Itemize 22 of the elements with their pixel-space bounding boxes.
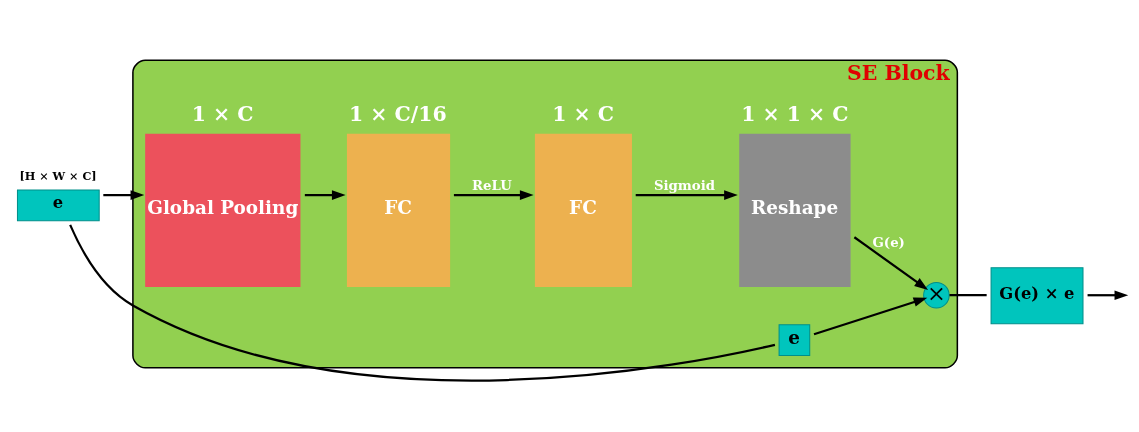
node-box: Global Pooling [145, 133, 301, 287]
node-label: [H × W × C] [19, 168, 97, 183]
arrow [304, 189, 346, 200]
arrow [1087, 289, 1129, 300]
node-circle: × [923, 281, 950, 308]
edge-label: ReLU [472, 177, 512, 193]
arrow [103, 189, 145, 200]
node-label: 1 × C/16 [348, 101, 447, 126]
connector [69, 223, 776, 381]
node-box: FC [346, 133, 451, 287]
connector [949, 293, 987, 296]
node-box: FC [534, 133, 632, 287]
node-label: 1 × C [191, 101, 254, 126]
arrow [635, 189, 738, 200]
arrow [453, 189, 534, 200]
node-label: 1 × 1 × C [741, 101, 849, 126]
edge-label: G(e) [872, 234, 905, 250]
edge-label: Sigmoid [653, 177, 716, 193]
arrow [853, 235, 929, 290]
node-box: Reshape [739, 133, 851, 287]
node-label: 1 × C [552, 101, 615, 126]
arrow [813, 296, 928, 335]
